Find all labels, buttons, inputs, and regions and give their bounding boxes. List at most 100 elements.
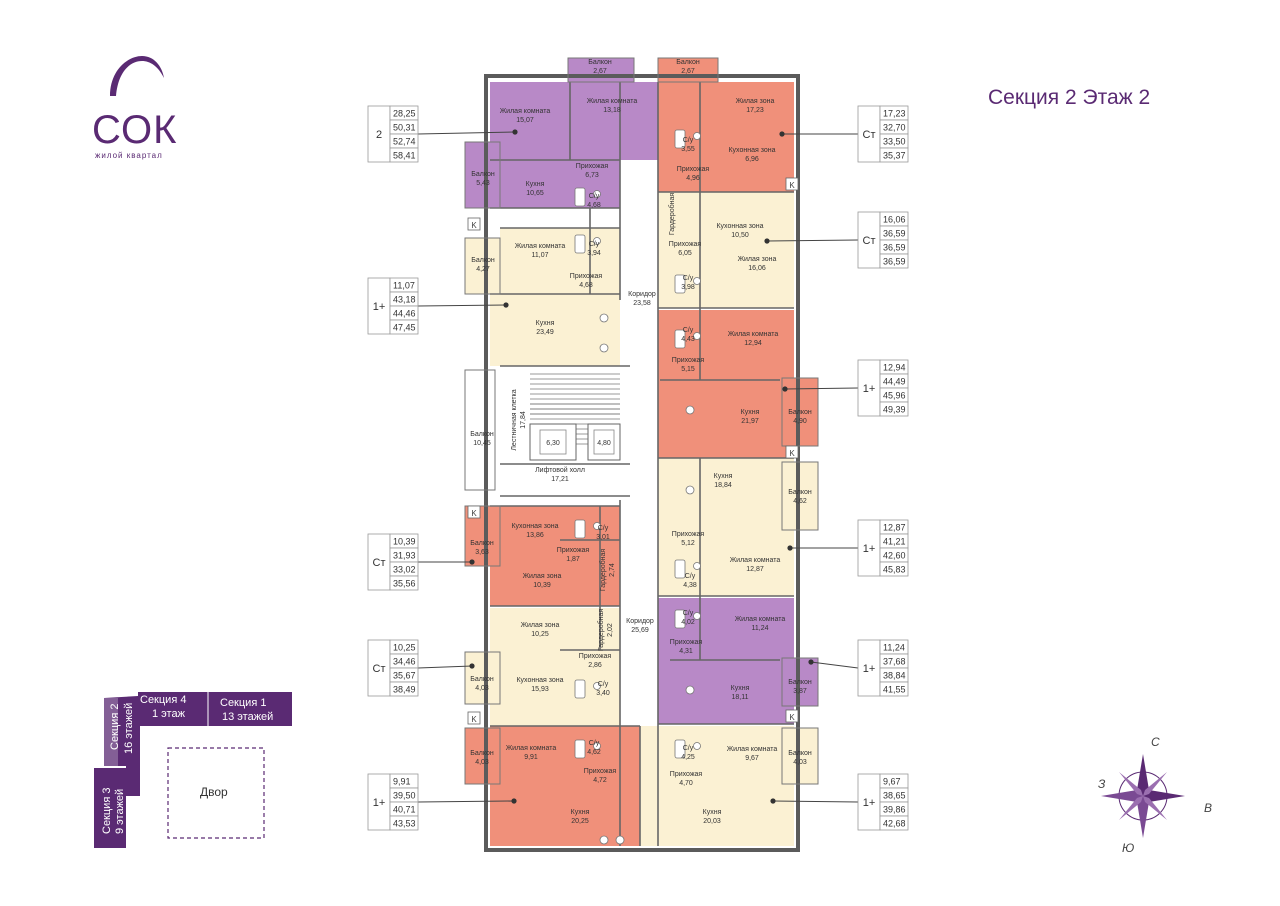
unit-area-value: 38,84 bbox=[883, 671, 906, 681]
room-area: 13,18 bbox=[603, 107, 621, 114]
room-area: 4,90 bbox=[793, 418, 807, 425]
unit-area-cell bbox=[389, 147, 419, 163]
stove-icon bbox=[599, 343, 609, 353]
unit-area-value: 36,59 bbox=[883, 229, 906, 239]
bathtub-icon bbox=[574, 739, 586, 759]
room-name: Прихожая bbox=[557, 547, 590, 554]
room-name: Балкон bbox=[470, 540, 494, 547]
lift-small-area: 4,80 bbox=[597, 440, 611, 447]
minimap-yard bbox=[167, 747, 265, 839]
unit-area-value: 35,37 bbox=[883, 151, 906, 161]
room-name: Жилая комната bbox=[587, 98, 638, 105]
unit-area-value: 10,39 bbox=[393, 537, 416, 547]
zone-unit-1plus-sw-1 bbox=[465, 728, 500, 784]
bathtub-icon bbox=[674, 129, 686, 149]
room-name: Кухонная зона bbox=[728, 147, 775, 154]
unit-callout-line bbox=[417, 131, 516, 135]
bathtub-icon bbox=[674, 739, 686, 759]
unit-area-value: 35,67 bbox=[393, 671, 416, 681]
minimap-hatch bbox=[104, 698, 118, 766]
room-area: 4,43 bbox=[681, 336, 695, 343]
logo-arc-icon bbox=[110, 56, 164, 96]
bathtub-icon bbox=[674, 329, 686, 349]
toilet-icon bbox=[593, 237, 601, 245]
unit-callout-dot bbox=[782, 386, 788, 392]
unit-callout-line bbox=[772, 800, 859, 803]
room-name: Гардеробная bbox=[597, 609, 605, 652]
unit-area-value: 49,39 bbox=[883, 405, 906, 415]
logo-wordmark: СОК bbox=[92, 108, 178, 152]
room-name: С/у bbox=[685, 573, 696, 580]
room-name: Кухня bbox=[714, 473, 733, 480]
unit-area-value: 41,55 bbox=[883, 685, 906, 695]
room-area: 20,03 bbox=[703, 818, 721, 825]
room-area: 4,31 bbox=[679, 648, 693, 655]
room-name: Прихожая bbox=[672, 357, 705, 364]
ac-unit-letter: K bbox=[471, 715, 477, 724]
unit-area-value: 52,74 bbox=[393, 137, 416, 147]
unit-area-cell bbox=[879, 401, 909, 417]
unit-type: 1+ bbox=[373, 301, 386, 313]
room-label-43: С/у3,98 bbox=[681, 275, 695, 291]
compass-n: С bbox=[1151, 735, 1160, 749]
room-area: 12,94 bbox=[744, 340, 762, 347]
room-shapes bbox=[465, 58, 818, 846]
unit-area-value: 37,68 bbox=[883, 657, 906, 667]
room-name: Жилая комната bbox=[728, 331, 779, 338]
room-name: Кухонная зона bbox=[511, 523, 558, 530]
room-name: Коридор bbox=[628, 291, 656, 298]
room-area: 2,02 bbox=[607, 623, 614, 637]
lift-cabin-small bbox=[593, 429, 615, 455]
unit-callout-dot bbox=[469, 559, 475, 565]
ac-unit-letter: K bbox=[789, 713, 795, 722]
room-label-18: С/у3,01 bbox=[596, 525, 610, 541]
room-name: С/у bbox=[598, 681, 609, 688]
unit-type: 1+ bbox=[863, 797, 876, 809]
room-name: Прихожая bbox=[670, 639, 703, 646]
unit-callout-line bbox=[784, 387, 859, 390]
outer-wall bbox=[484, 74, 800, 852]
unit-callout-dot bbox=[469, 663, 475, 669]
unit-callout-dot bbox=[511, 798, 517, 804]
unit-area-value: 32,70 bbox=[883, 123, 906, 133]
unit-area-value: 44,46 bbox=[393, 309, 416, 319]
unit-area-value: 12,94 bbox=[883, 363, 906, 373]
room-area: 25,69 bbox=[631, 627, 649, 634]
room-name: Балкон bbox=[470, 676, 494, 683]
unit-callouts bbox=[417, 129, 859, 804]
unit-area-value: 34,46 bbox=[393, 657, 416, 667]
unit-type: 1+ bbox=[863, 543, 876, 555]
room-name: Жилая комната bbox=[515, 243, 566, 250]
ac-unit-icon bbox=[785, 177, 799, 191]
room-name: С/у bbox=[683, 137, 694, 144]
unit-type: 2 bbox=[376, 129, 382, 141]
room-name: Жилая зона bbox=[523, 573, 562, 580]
room-name: Жилая комната bbox=[727, 746, 778, 753]
room-name: С/у bbox=[683, 275, 694, 282]
balcony-outline-5 bbox=[464, 727, 501, 785]
unit-area-value: 42,60 bbox=[883, 551, 906, 561]
minimap-section4 bbox=[138, 692, 208, 726]
zone-unit-1plus-sw-0 bbox=[490, 726, 640, 846]
bathtub-icon bbox=[674, 609, 686, 629]
unit-callout-line bbox=[417, 304, 507, 307]
room-area: 4,68 bbox=[579, 282, 593, 289]
unit-area-value: 36,59 bbox=[883, 257, 906, 267]
room-label-54: С/у4,02 bbox=[681, 610, 695, 626]
minimap-section3 bbox=[94, 768, 126, 848]
